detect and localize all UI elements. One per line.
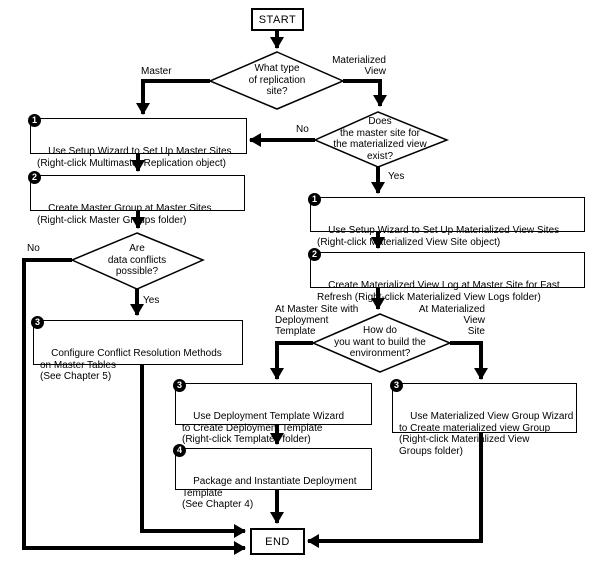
decision-build-shape	[311, 313, 452, 373]
step-number-badge: 2	[28, 171, 41, 184]
step-mv-group-wizard: 3 Use Materialized View Group Wizard to …	[390, 379, 577, 457]
step-number-badge: 3	[31, 316, 44, 329]
edge-label-at-master-site: At Master Site with Deployment Template	[275, 304, 359, 337]
decision-master-exists-text: Does the master site for the materialize…	[333, 116, 427, 162]
decision-build-text: How do you want to build the environment…	[334, 325, 426, 359]
step-number-badge: 4	[173, 444, 186, 457]
connector-build-right	[450, 341, 488, 380]
connector-conflictres-to-end	[140, 365, 246, 538]
edge-label-no-master-exists: No	[296, 124, 309, 135]
step-deployment-template-wizard: 3 Use Deployment Template Wizard to Crea…	[173, 379, 372, 445]
connector-mvgroup-to-end	[307, 433, 483, 548]
connector-conflicts-no-to-end	[22, 258, 246, 555]
end-node: END	[250, 528, 305, 555]
step-create-mv-log: 2 Create Materialized View Log at Master…	[308, 248, 585, 303]
decision-type-text: What type of replication site?	[248, 63, 306, 97]
step-setup-mv-sites: 1 Use Setup Wizard to Set Up Materialize…	[308, 193, 585, 248]
step-package-instantiate-template: 4 Package and Instantiate Deployment Tem…	[173, 444, 372, 510]
connector-type-master	[136, 79, 210, 115]
step-text: Create Master Group at Master Sites (Rig…	[37, 203, 212, 226]
step-text: Use Deployment Template Wizard to Create…	[182, 411, 345, 445]
step-number-badge: 1	[308, 193, 321, 206]
step-text: Use Materialized View Group Wizard to Cr…	[399, 411, 574, 457]
decision-conflicts-shape	[70, 232, 205, 290]
step-text: Create Materialized View Log at Master S…	[317, 280, 560, 303]
edge-label-yes-conflicts: Yes	[143, 295, 160, 306]
start-node: START	[251, 8, 304, 31]
step-number-badge: 2	[308, 248, 321, 261]
decision-type-shape	[208, 51, 345, 110]
edge-label-materialized-view: Materialized View	[332, 55, 386, 77]
step-text: Use Setup Wizard to Set Up Materialized …	[317, 225, 560, 248]
step-configure-conflict-resolution: 3 Configure Conflict Resolution Methods …	[31, 316, 243, 382]
step-text: Use Setup Wizard to Set Up Master Sites …	[37, 146, 232, 169]
step-number-badge: 3	[390, 379, 403, 392]
decision-master-exists-shape	[313, 111, 450, 168]
step-create-master-group: 2 Create Master Group at Master Sites (R…	[28, 171, 245, 226]
step-number-badge: 1	[28, 114, 41, 127]
connector-type-matview	[343, 79, 387, 107]
decision-conflicts-text: Are data conflicts possible?	[107, 243, 167, 277]
step-text: Configure Conflict Resolution Methods on…	[40, 348, 222, 382]
edge-label-at-mv-site: At Materialized View Site	[418, 304, 485, 337]
step-text: Package and Instantiate Deployment Templ…	[182, 476, 357, 510]
edge-label-no-conflicts: No	[27, 243, 40, 254]
edge-label-master: Master	[141, 66, 172, 77]
step-setup-master-sites: 1 Use Setup Wizard to Set Up Master Site…	[28, 114, 247, 169]
connector-build-left	[270, 341, 313, 380]
edge-label-yes-master-exists: Yes	[388, 171, 405, 182]
step-number-badge: 3	[173, 379, 186, 392]
